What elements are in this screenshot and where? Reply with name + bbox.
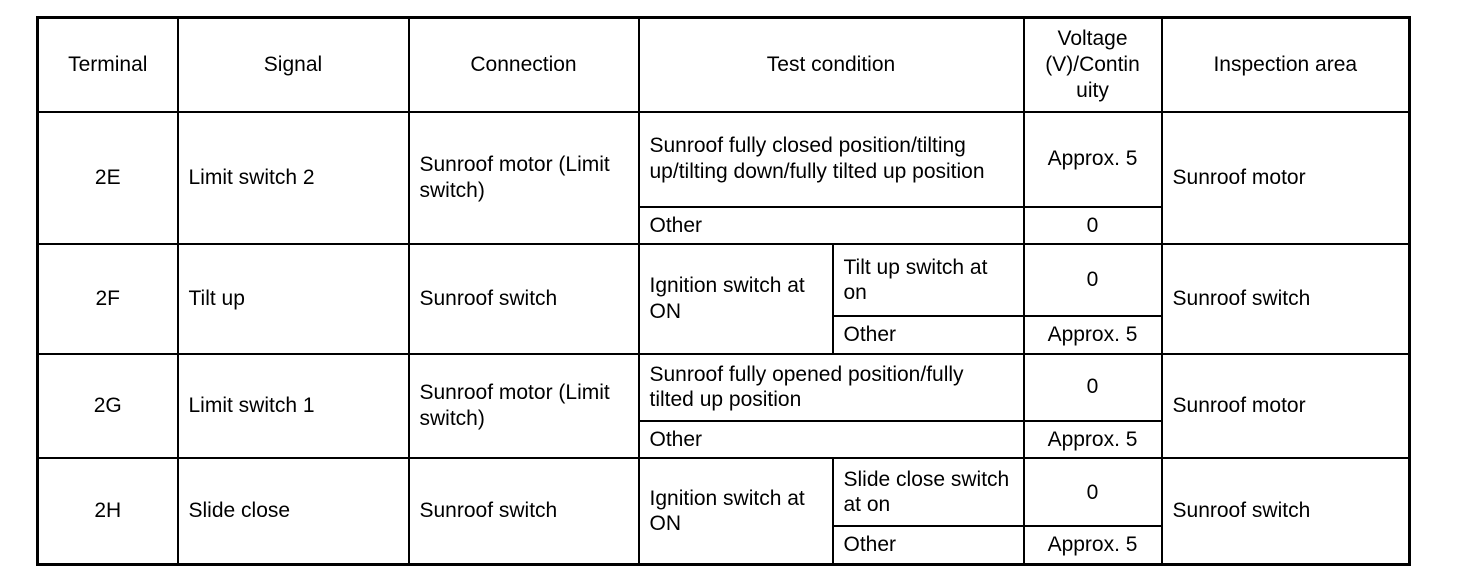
cell-signal: Tilt up	[176, 243, 410, 355]
cell-signal: Slide close	[176, 457, 410, 566]
table-row: Other Approx. 5	[38, 315, 1410, 355]
column-header-signal: Signal	[176, 16, 410, 113]
cell-test-condition: Other	[637, 205, 1025, 246]
cell-voltage: Approx. 5	[1022, 419, 1163, 460]
table-row: 2H Slide close Sunroof switch Ignition s…	[36, 457, 1411, 566]
column-header-voltage-continuity: Voltage (V)/Contin uity	[1022, 16, 1163, 113]
column-header-terminal: Terminal	[36, 16, 179, 113]
column-header-inspection-area: Inspection area	[1160, 16, 1411, 113]
cell-voltage: 0	[1022, 457, 1163, 528]
table-header: Terminal Signal Connection Test conditio…	[36, 16, 1411, 113]
table-row: Other Approx. 5	[38, 419, 1410, 460]
cell-terminal: 2E	[36, 110, 179, 246]
table-body: 2E Limit switch 2 Sunroof motor (Limit s…	[36, 110, 1411, 566]
cell-sub-condition: Slide close switch at on	[831, 457, 1025, 528]
cell-connection: Sunroof motor (Limit switch)	[407, 110, 640, 246]
cell-sub-condition: Other	[831, 525, 1025, 566]
column-header-connection: Connection	[407, 16, 640, 113]
table-row: Other Approx. 5	[38, 525, 1410, 566]
table-row: 2E Limit switch 2 Sunroof motor (Limit s…	[36, 110, 1411, 246]
cell-voltage: 0	[1022, 205, 1163, 246]
cell-voltage: Approx. 5	[1022, 110, 1163, 208]
cell-connection: Sunroof switch	[407, 243, 640, 355]
cell-terminal: 2F	[36, 243, 179, 355]
cell-voltage: Approx. 5	[1022, 525, 1163, 566]
cell-terminal: 2G	[36, 352, 179, 460]
header-row: Terminal Signal Connection Test conditio…	[36, 16, 1411, 113]
cell-signal: Limit switch 1	[176, 352, 410, 460]
cell-terminal: 2H	[36, 457, 179, 566]
cell-test-condition: Sunroof fully opened position/fully tilt…	[637, 352, 1025, 422]
terminal-inspection-table: Terminal Signal Connection Test conditio…	[36, 16, 1412, 566]
cell-test-condition: Sunroof fully closed position/tilting up…	[637, 110, 1025, 208]
cell-inspection-area: Sunroof motor	[1160, 110, 1411, 246]
table-row: Other 0	[38, 205, 1410, 246]
cell-signal: Limit switch 2	[176, 110, 410, 246]
column-header-test-condition: Test condition	[637, 16, 1025, 113]
cell-test-condition: Other	[637, 419, 1025, 460]
cell-inspection-area: Sunroof switch	[1160, 243, 1411, 355]
cell-voltage: 0	[1022, 243, 1163, 318]
cell-test-condition: Ignition switch at ON	[637, 243, 834, 355]
cell-connection: Sunroof switch	[407, 457, 640, 566]
cell-test-condition: Ignition switch at ON	[637, 457, 834, 566]
cell-sub-condition: Tilt up switch at on	[831, 243, 1025, 318]
cell-voltage: 0	[1022, 352, 1163, 422]
cell-voltage: Approx. 5	[1022, 315, 1163, 355]
cell-inspection-area: Sunroof switch	[1160, 457, 1411, 566]
table-row: 2G Limit switch 1 Sunroof motor (Limit s…	[36, 352, 1411, 460]
table-row: 2F Tilt up Sunroof switch Ignition switc…	[36, 243, 1411, 355]
cell-inspection-area: Sunroof motor	[1160, 352, 1411, 460]
cell-connection: Sunroof motor (Limit switch)	[407, 352, 640, 460]
cell-sub-condition: Other	[831, 315, 1025, 355]
